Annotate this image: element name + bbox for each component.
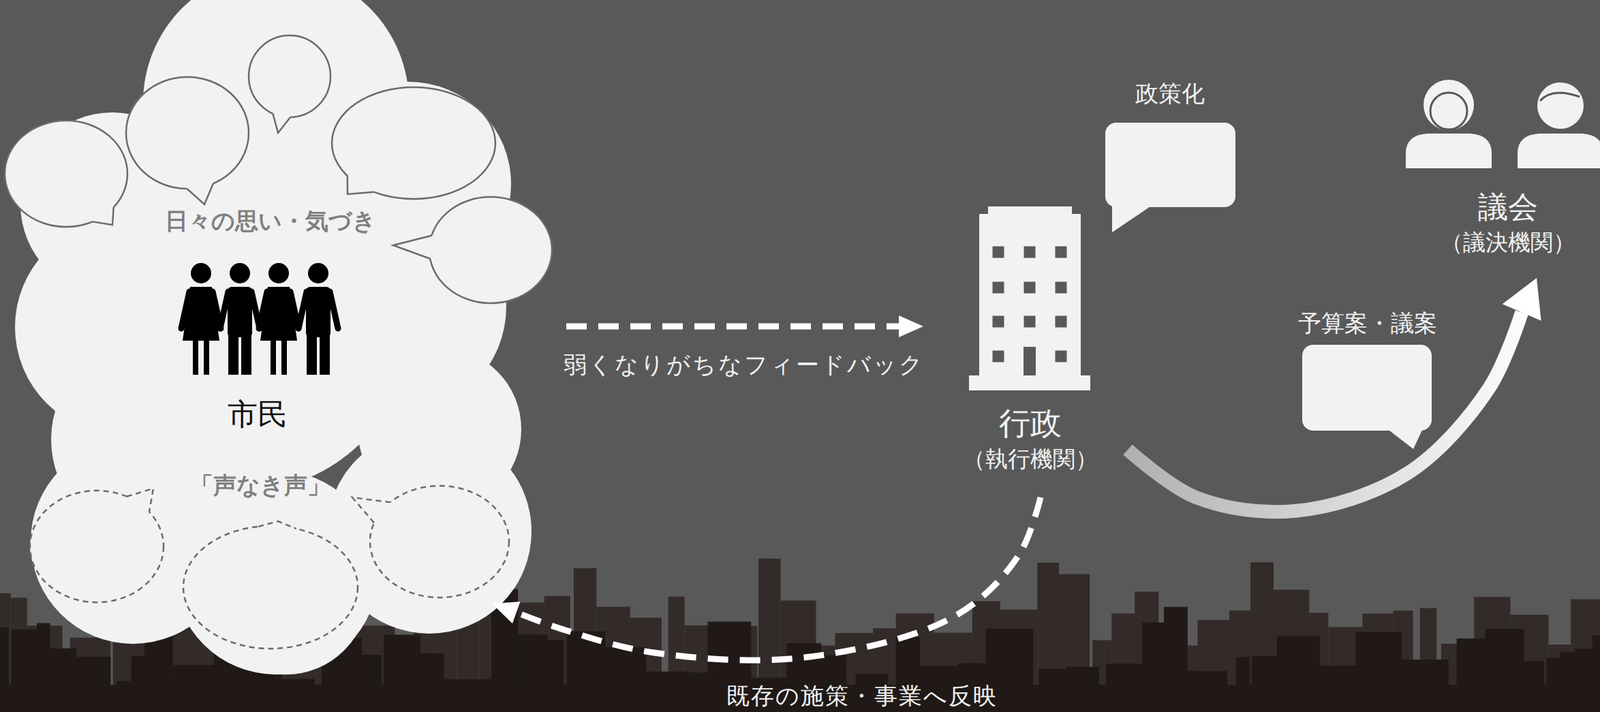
connector-line bbox=[566, 323, 899, 330]
building-window bbox=[1024, 246, 1036, 259]
member-body bbox=[1517, 133, 1600, 169]
building-window bbox=[992, 316, 1005, 328]
connector-line bbox=[1127, 312, 1522, 512]
person-leg bbox=[281, 339, 287, 375]
policy-bubble: 政策化 bbox=[1097, 68, 1248, 236]
person-leg bbox=[306, 332, 317, 375]
silent-voice-bubble bbox=[183, 526, 358, 649]
person-torso bbox=[305, 286, 331, 338]
person-dress bbox=[260, 286, 298, 341]
building-window bbox=[992, 246, 1005, 259]
person-head bbox=[229, 263, 251, 284]
arrow-head bbox=[898, 315, 924, 338]
person-head bbox=[190, 263, 212, 284]
bubble-tail bbox=[126, 488, 154, 512]
bubble-tail-fill bbox=[272, 108, 291, 133]
connector-line bbox=[516, 497, 1041, 661]
building-window bbox=[1024, 282, 1036, 294]
actor-label: 行政 bbox=[998, 405, 1062, 442]
bubble-tail-fill bbox=[347, 171, 381, 195]
building-base bbox=[968, 375, 1091, 391]
bubble-tail-fill bbox=[186, 175, 213, 205]
speech-bubble bbox=[126, 77, 249, 189]
bubble-tail bbox=[272, 113, 291, 133]
bubble-tail-fill bbox=[393, 235, 441, 259]
building-window bbox=[1024, 316, 1036, 328]
bubble-heading: 予算案・議案 bbox=[1298, 310, 1438, 337]
citizen-cloud-node: 日々の思い・気づき市民「声なき声」 bbox=[0, 0, 556, 675]
member-face bbox=[1430, 92, 1468, 130]
cloud-caption: 日々の思い・気づき bbox=[164, 207, 377, 235]
citizen-cloud bbox=[14, 0, 532, 675]
citizens-icon bbox=[181, 263, 338, 375]
building-window bbox=[1055, 282, 1068, 294]
member-hair bbox=[1423, 79, 1474, 131]
node-shape bbox=[0, 0, 556, 675]
building-body bbox=[979, 213, 1081, 378]
bubble-tail bbox=[186, 183, 213, 205]
budget-bubble: 予算案・議案 bbox=[1294, 299, 1442, 457]
reflection-arrow bbox=[491, 497, 1041, 661]
cloud-lobe bbox=[81, 163, 409, 491]
speech-bubble bbox=[331, 87, 496, 199]
building-window bbox=[992, 350, 1005, 363]
bubble-tail bbox=[92, 207, 114, 225]
member-hairline bbox=[1540, 92, 1580, 101]
speech-bubble bbox=[1105, 122, 1236, 233]
council-node: 議会 （議決機関） bbox=[1390, 68, 1600, 259]
member-body bbox=[1405, 133, 1492, 169]
speech-bubble bbox=[4, 120, 128, 227]
building-window bbox=[1055, 246, 1068, 259]
bubble-tail-fill bbox=[352, 497, 398, 527]
speech-bubble bbox=[248, 35, 331, 118]
bubble-tail-fill bbox=[88, 202, 114, 225]
person-leg bbox=[270, 339, 276, 375]
speech-bubble bbox=[429, 196, 552, 304]
arrow-head bbox=[1502, 278, 1542, 321]
connector-label: 既存の施策・事業へ反映 bbox=[726, 682, 998, 710]
building-window bbox=[1055, 316, 1068, 328]
bubble-tail bbox=[352, 497, 391, 523]
bubble-body bbox=[1302, 344, 1432, 431]
actor-sublabel: （執行機関） bbox=[962, 446, 1098, 473]
bubble-tail bbox=[258, 521, 297, 529]
person-leg bbox=[228, 332, 239, 375]
speech-bubbles bbox=[4, 35, 552, 649]
connector-label: 弱くなりがちなフィードバック bbox=[563, 351, 925, 379]
person-leg bbox=[192, 339, 199, 375]
silent-voice-bubble bbox=[370, 485, 510, 598]
bubble-tail-fill bbox=[121, 488, 154, 518]
actor-sublabel: （議決機関） bbox=[1440, 229, 1576, 256]
office-building-icon bbox=[968, 206, 1091, 391]
person-leg bbox=[319, 332, 330, 375]
speech-bubble bbox=[1302, 344, 1432, 450]
member-head bbox=[1537, 82, 1584, 129]
bubble-tail bbox=[1112, 201, 1159, 233]
budget-arrow bbox=[1127, 278, 1542, 512]
group-label: 市民 bbox=[227, 397, 288, 433]
feedback-arrow bbox=[566, 315, 924, 338]
bubble-heading: 政策化 bbox=[1135, 80, 1205, 107]
council-members-icon bbox=[1405, 79, 1600, 169]
person-head bbox=[268, 263, 289, 284]
person-dress bbox=[182, 286, 220, 341]
arrow-head bbox=[491, 601, 521, 624]
actor-label: 議会 bbox=[1478, 190, 1538, 225]
administration-node: 行政 （執行機関） bbox=[940, 204, 1121, 478]
building-window bbox=[992, 282, 1005, 294]
person-head bbox=[308, 263, 329, 284]
person-torso bbox=[227, 286, 253, 338]
bubble-tail bbox=[1383, 425, 1425, 450]
cloud-caption: 「声なき声」 bbox=[190, 472, 331, 499]
bubble-tail-fill bbox=[258, 521, 297, 538]
bubble-tail bbox=[347, 175, 375, 195]
person-leg bbox=[241, 332, 252, 375]
bubble-body bbox=[1105, 122, 1236, 208]
building-door bbox=[1023, 346, 1036, 376]
building-window bbox=[1055, 350, 1068, 363]
bubble-tail bbox=[393, 235, 432, 259]
person-leg bbox=[203, 339, 210, 375]
